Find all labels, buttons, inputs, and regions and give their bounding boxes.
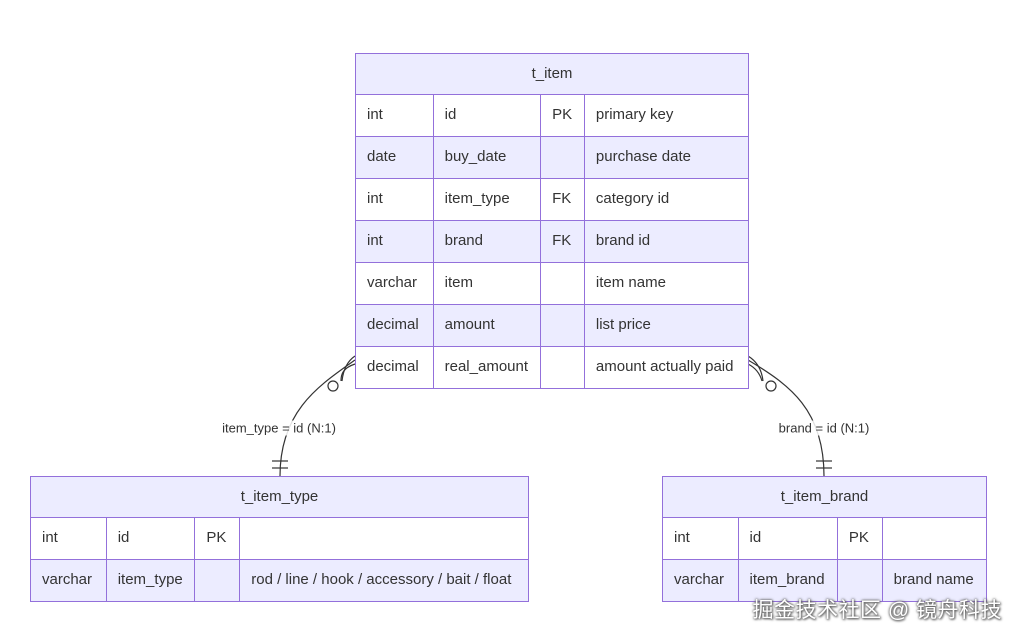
key-cell [194, 560, 239, 601]
name-cell: item_brand [737, 560, 837, 601]
type-cell: int [367, 190, 383, 207]
type-cell: decimal [367, 358, 419, 375]
name-cell: real_amount [432, 347, 540, 388]
comment-cell [881, 518, 986, 559]
name-cell: amount [432, 305, 540, 346]
comment-cell: amount actually paid [583, 347, 748, 388]
relationship-label-item-type: item_type = id (N:1) [221, 420, 337, 436]
key-cell [540, 263, 584, 304]
crow-foot-marker [747, 355, 764, 382]
key-cell [836, 560, 882, 601]
relationship-line-item-type [279, 359, 356, 477]
comment-cell [239, 518, 528, 559]
type-cell: varchar [674, 571, 725, 588]
name-cell: id [432, 95, 540, 136]
type-cell: int [674, 529, 690, 546]
type-cell: varchar [367, 274, 418, 291]
attribute-row: date buy_date purchase date [356, 136, 748, 178]
key-cell: FK [540, 179, 584, 220]
name-cell: id [105, 518, 195, 559]
attribute-row: varchar item item name [356, 262, 748, 304]
attribute-row: decimal real_amount amount actually paid [356, 346, 748, 388]
attribute-row: varchar item_brand brand name [663, 559, 986, 601]
comment-cell: brand id [583, 221, 748, 262]
type-cell: date [367, 148, 397, 165]
key-cell [540, 305, 584, 346]
type-cell: varchar [42, 571, 93, 588]
name-cell: id [737, 518, 837, 559]
attribute-row: varchar item_type rod / line / hook / acce… [31, 559, 528, 601]
comment-cell: list price [583, 305, 748, 346]
type-cell: int [367, 232, 383, 249]
watermark: 掘金技术社区 @ 镜舟科技 [752, 599, 1002, 622]
type-cell: int [42, 529, 58, 546]
key-cell: PK [194, 518, 239, 559]
comment-cell: primary key [583, 95, 748, 136]
key-cell [540, 347, 584, 388]
entity-title: t_item_brand [663, 477, 986, 518]
crow-foot-marker [747, 363, 763, 382]
relationship-label-brand: brand = id (N:1) [777, 420, 871, 436]
type-cell: decimal [367, 316, 419, 333]
name-cell: item_type [432, 179, 540, 220]
entity-title: t_item_type [31, 477, 528, 518]
comment-cell: item name [583, 263, 748, 304]
name-cell: item [432, 263, 540, 304]
name-cell: item_type [105, 560, 195, 601]
type-cell: int [367, 106, 383, 123]
crow-foot-marker [341, 355, 356, 382]
zero-many-marker [765, 380, 777, 392]
relationship-line-brand [747, 359, 825, 477]
key-cell: PK [540, 95, 584, 136]
comment-cell: rod / line / hook / accessory / bait / f… [239, 560, 528, 601]
comment-cell: category id [583, 179, 748, 220]
key-cell [540, 137, 584, 178]
name-cell: buy_date [432, 137, 540, 178]
key-cell: FK [540, 221, 584, 262]
comment-cell: brand name [881, 560, 986, 601]
zero-many-marker [327, 380, 339, 392]
entity-title: t_item [356, 54, 748, 95]
key-cell: PK [836, 518, 882, 559]
attribute-row: decimal amount list price [356, 304, 748, 346]
name-cell: brand [432, 221, 540, 262]
comment-cell: purchase date [583, 137, 748, 178]
